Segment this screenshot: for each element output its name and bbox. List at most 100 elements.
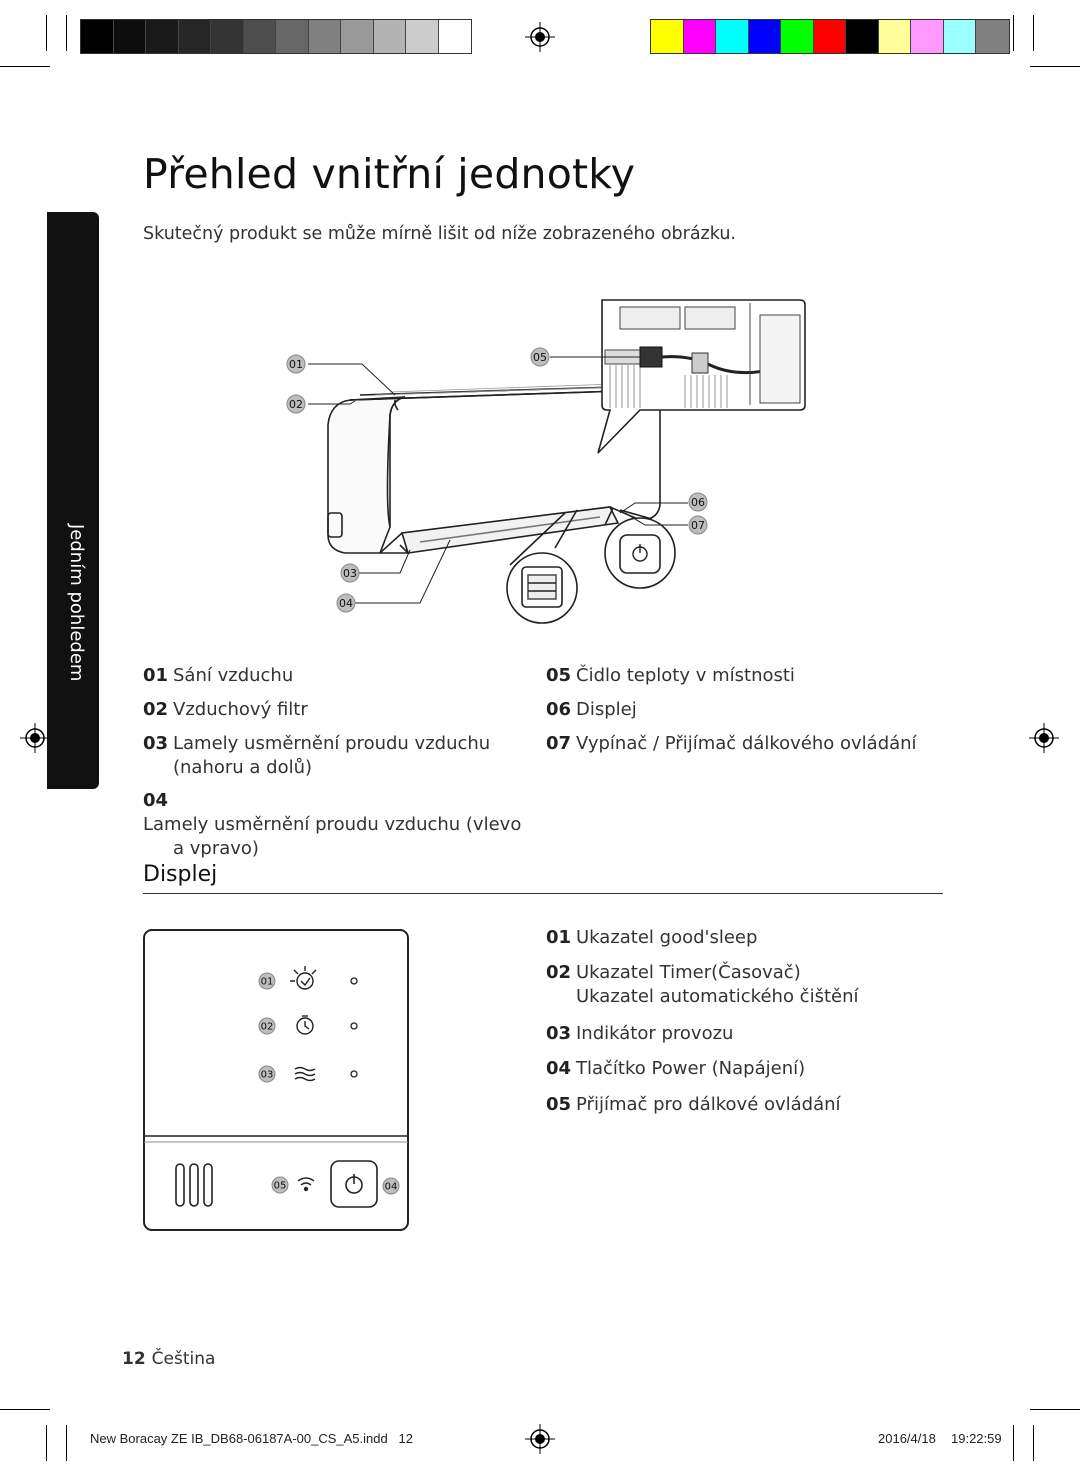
item-number: 06	[546, 699, 572, 720]
goodsleep-icon	[290, 966, 317, 990]
item-number: 03	[546, 1023, 572, 1044]
item-label: Čidlo teploty v místnosti	[576, 665, 795, 686]
callout-bubble: 04	[336, 593, 356, 613]
side-tab-label: Jedním pohledem	[66, 524, 87, 682]
item-label-continued: Ukazatel automatického čištění	[576, 986, 859, 1007]
item-label: Přijímač pro dálkové ovládání	[576, 1094, 841, 1115]
gray-swatch	[211, 20, 244, 53]
indoor-unit-illustration	[327, 386, 661, 554]
callout-bubble: 06	[688, 492, 708, 512]
callout-bubble: 02	[258, 1017, 276, 1035]
item-label: Ukazatel good'sleep	[576, 927, 758, 948]
item-label-continued: a vpravo)	[173, 838, 259, 859]
callout-bubble: 05	[271, 1176, 289, 1194]
gray-swatch	[438, 20, 471, 53]
item-label: Ukazatel Timer(Časovač)	[576, 962, 801, 983]
footer-file-info: New Boracay ZE IB_DB68-06187A-00_CS_A5.i…	[90, 1431, 414, 1446]
item-label: Lamely usměrnění proudu vzduchu (vlevo	[143, 814, 522, 835]
gray-swatch	[406, 20, 439, 53]
callout-label: 04	[385, 1182, 398, 1193]
color-swatch	[846, 20, 879, 53]
item-number: 05	[546, 1094, 572, 1115]
callout-label: 07	[691, 519, 705, 532]
operation-icon	[294, 1066, 316, 1082]
timer-indicator-light	[350, 1022, 358, 1030]
page-title: Přehled vnitřní jednotky	[143, 150, 636, 198]
item-number: 07	[546, 733, 572, 754]
item-number: 02	[546, 962, 572, 983]
footer-date: 2016/4/18	[878, 1431, 936, 1446]
display-panel-diagram: 01 02 03 05 04	[143, 929, 409, 1231]
indoor-unit-diagram: 01 02 03 04 05 06 07	[286, 299, 806, 624]
list-item: 04Lamely usměrnění proudu vzduchu (vlevo…	[143, 789, 543, 861]
page-subtitle: Skutečný produkt se může mírně lišit od …	[143, 224, 736, 244]
callout-label: 05	[533, 351, 547, 364]
callout-bubble: 03	[340, 563, 360, 583]
registration-mark-icon	[20, 723, 50, 753]
item-label: Sání vzduchu	[173, 665, 294, 686]
item-label: Vypínač / Přijímač dálkového ovládání	[576, 733, 917, 754]
power-button-icon	[330, 1160, 378, 1208]
callout-label: 01	[289, 358, 303, 371]
vent-slots-icon	[175, 1163, 213, 1207]
color-swatch	[943, 20, 976, 53]
callout-bubble: 02	[286, 394, 306, 414]
callout-bubble: 01	[258, 972, 276, 990]
callout-label: 05	[274, 1181, 287, 1192]
item-number: 04	[546, 1058, 572, 1079]
item-label: Lamely usměrnění proudu vzduchu	[173, 733, 491, 754]
registration-mark-icon	[1029, 723, 1059, 753]
item-number: 03	[143, 733, 169, 754]
color-swatch	[878, 20, 911, 53]
sensor-detail-inset	[597, 299, 806, 454]
fan-vent-zoom	[506, 509, 578, 624]
color-swatch	[716, 20, 749, 53]
footer-time: 19:22:59	[951, 1431, 1002, 1446]
item-label: Vzduchový filtr	[173, 699, 308, 720]
color-swatch	[976, 20, 1009, 53]
color-swatch	[683, 20, 716, 53]
gray-swatch	[113, 20, 146, 53]
gray-swatch	[243, 20, 276, 53]
color-swatch	[781, 20, 814, 53]
item-label: Tlačítko Power (Napájení)	[576, 1058, 806, 1079]
gray-swatch	[308, 20, 341, 53]
page-language: Čeština	[151, 1349, 216, 1369]
goodsleep-indicator-light	[350, 977, 358, 985]
item-label: Displej	[576, 699, 637, 720]
callout-label: 03	[343, 567, 357, 580]
page-number-value: 12	[122, 1349, 146, 1369]
callout-label: 03	[261, 1070, 274, 1081]
callout-bubble: 03	[258, 1065, 276, 1083]
grayscale-calibration-bar	[80, 19, 472, 54]
callout-bubble: 05	[530, 347, 550, 367]
operation-indicator-light	[350, 1070, 358, 1078]
color-swatch	[911, 20, 944, 53]
gray-swatch	[146, 20, 179, 53]
gray-swatch	[81, 20, 114, 53]
gray-swatch	[178, 20, 211, 53]
section-divider	[143, 893, 943, 894]
item-label: Indikátor provozu	[576, 1023, 734, 1044]
item-number: 01	[546, 927, 572, 948]
registration-mark-icon	[525, 1424, 555, 1454]
registration-mark-icon	[525, 22, 555, 52]
side-tab: Jedním pohledem	[47, 212, 99, 789]
gray-swatch	[341, 20, 374, 53]
callout-label: 06	[691, 496, 705, 509]
item-number: 04	[143, 790, 169, 811]
color-swatch	[748, 20, 781, 53]
item-number: 05	[546, 665, 572, 686]
gray-swatch	[373, 20, 406, 53]
